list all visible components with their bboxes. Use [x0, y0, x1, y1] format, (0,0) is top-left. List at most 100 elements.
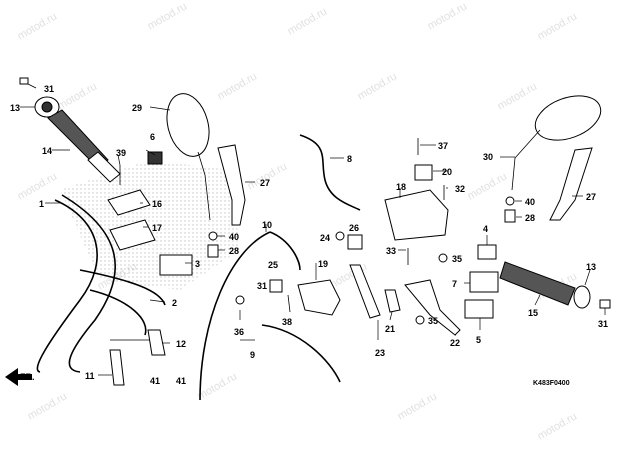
right-grip [499, 261, 591, 309]
direction-arrow-icon [5, 368, 32, 386]
callouts: 31 13 14 1 6 39 29 16 17 3 2 12 11 41 41… [10, 84, 608, 387]
watermark: motod.ru [196, 370, 240, 402]
callout-5: 5 [476, 335, 481, 345]
callout-1: 1 [39, 199, 44, 209]
bar-end-weight-left [34, 96, 60, 118]
callout-25: 25 [268, 260, 278, 270]
master-cylinder-19 [297, 279, 341, 316]
callout-11: 11 [85, 371, 95, 381]
left-grip [47, 109, 121, 183]
nut-36 [235, 295, 245, 305]
callout-41: 41 [176, 376, 186, 386]
watermark: motod.ru [216, 70, 260, 102]
callout-18: 18 [396, 182, 406, 192]
switch-housing-17 [109, 219, 156, 251]
bracket-12 [147, 329, 166, 356]
callout-41: 41 [150, 376, 160, 386]
callout-15: 15 [528, 308, 538, 318]
switch-5 [464, 299, 494, 319]
callout-39: 39 [116, 148, 126, 158]
wire-8 [299, 134, 361, 211]
watermark: motod.ru [146, 0, 190, 32]
leader-lines [20, 106, 606, 376]
callout-9: 9 [250, 350, 255, 360]
watermark: motod.ru [26, 390, 70, 422]
callout-21: 21 [385, 324, 395, 334]
brake-lever-22 [404, 279, 461, 336]
diagram-code: K483F0400 [533, 380, 570, 387]
watermark: motod.ru [536, 10, 580, 42]
lever-bracket-23 [349, 264, 381, 319]
nut-24 [335, 231, 345, 241]
mirror-boot-27-right [549, 147, 593, 221]
callout-26: 26 [349, 223, 359, 233]
callout-27: 27 [586, 192, 596, 202]
bolt-31-left [19, 77, 37, 89]
watermark: motod.ru [426, 0, 470, 32]
callout-30: 30 [483, 152, 493, 162]
clip-20 [414, 164, 433, 181]
callout-37: 37 [438, 141, 448, 151]
switch-housing-16 [107, 189, 151, 216]
callout-2: 2 [172, 298, 177, 308]
watermark: motod.ru [466, 170, 510, 202]
nut-40-right [505, 196, 515, 206]
callout-33: 33 [386, 246, 396, 256]
callout-4: 4 [483, 224, 488, 234]
screw-38 [287, 294, 291, 313]
watermark: motod.ru [16, 170, 60, 202]
callout-34: 31 [257, 281, 267, 291]
right-mirror [511, 95, 602, 191]
collar-28-left [207, 244, 219, 258]
callout-28: 28 [525, 213, 535, 223]
nut-35-lower [415, 315, 425, 325]
watermark: motod.ru [396, 390, 440, 422]
right-switch-18 [384, 189, 449, 241]
callout-12: 12 [176, 339, 186, 349]
cable-9 [261, 324, 341, 383]
callout-17: 17 [152, 223, 162, 233]
callout-19: 19 [318, 259, 328, 269]
part-21 [384, 289, 401, 313]
direction-label: FR. [20, 372, 35, 382]
clutch-cable-10 [199, 231, 301, 401]
callout-31: 31 [598, 319, 608, 329]
watermark: motod.ru [496, 80, 540, 112]
switch-7 [469, 271, 499, 293]
callout-32: 32 [455, 184, 465, 194]
callout-20: 20 [442, 167, 452, 177]
nut-35-upper [438, 253, 448, 263]
watermark: motod.ru [16, 10, 60, 42]
part-25 [269, 279, 283, 293]
callout-22: 22 [450, 338, 460, 348]
callout-27: 27 [260, 178, 270, 188]
switch-4 [477, 244, 497, 260]
throttle-cables [36, 194, 166, 373]
watermark: motod.ru [56, 80, 100, 112]
mirror-boot-27-left [217, 144, 246, 226]
left-mirror [166, 93, 211, 221]
callout-16: 16 [152, 199, 162, 209]
collar-28-right [504, 209, 516, 223]
callout-31: 31 [44, 84, 54, 94]
switch-unit-3 [159, 254, 193, 276]
callout-13: 13 [10, 103, 20, 113]
callout-35: 35 [452, 254, 462, 264]
callout-23: 23 [375, 348, 385, 358]
switch-26 [347, 234, 363, 250]
callout-10: 10 [262, 220, 272, 230]
watermark: motod.ru [536, 410, 580, 442]
callout-24: 24 [320, 233, 330, 243]
watermark: motod.ru [356, 70, 400, 102]
nut-40-left [208, 231, 218, 241]
callout-8: 8 [347, 154, 352, 164]
callout-40: 40 [525, 197, 535, 207]
callout-3: 3 [195, 259, 200, 269]
shading-region [60, 160, 240, 290]
callout-36: 36 [234, 327, 244, 337]
callout-29: 29 [132, 103, 142, 113]
callout-14: 14 [42, 146, 52, 156]
bolt-31-right [599, 299, 611, 309]
callout-28: 28 [229, 246, 239, 256]
callout-7: 7 [452, 279, 457, 289]
